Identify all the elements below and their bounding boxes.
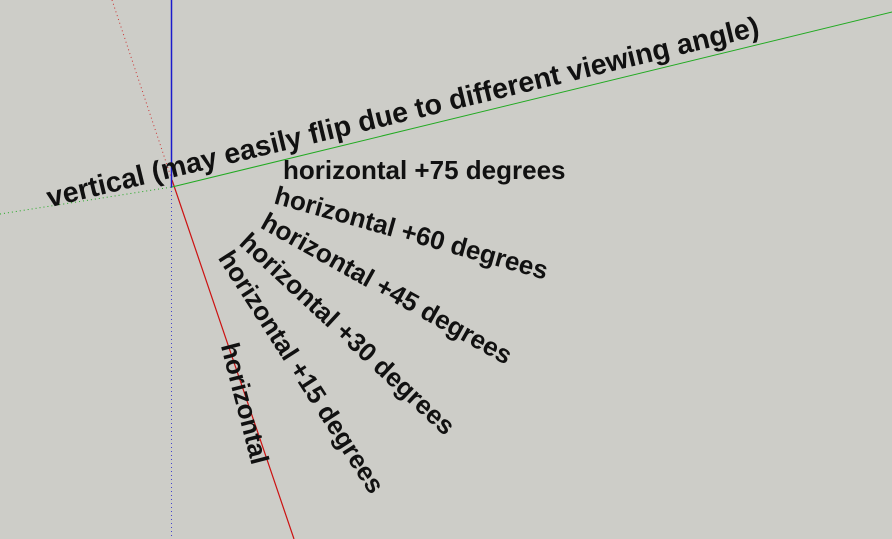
green-axis-solid bbox=[171, 11, 892, 188]
red-axis-solid bbox=[171, 179, 295, 539]
label-horizontal-75[interactable]: horizontal +75 degrees bbox=[283, 155, 566, 185]
